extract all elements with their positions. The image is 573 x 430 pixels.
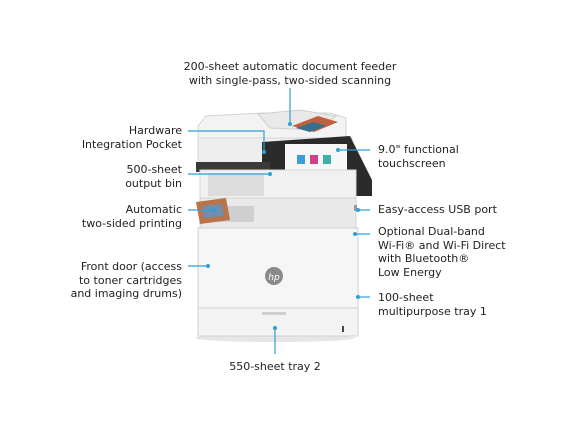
output-cavity xyxy=(208,174,264,196)
label-feeder: 200-sheet automatic document feeder with… xyxy=(183,60,397,87)
feeder-paper-2 xyxy=(296,122,326,132)
hp-logo-text: hp xyxy=(268,273,280,283)
callout-dot-feeder xyxy=(288,122,292,126)
label-wifi: Optional Dual-band Wi-Fi® and Wi-Fi Dire… xyxy=(378,225,506,279)
label-hip: Hardware Integration Pocket xyxy=(81,124,182,151)
callout-dot-hip xyxy=(262,150,266,154)
tray-indicator xyxy=(342,326,344,332)
callout-dot-usb xyxy=(356,208,360,212)
tray-2 xyxy=(197,307,359,337)
usb-port xyxy=(354,205,357,211)
screen-tile-3 xyxy=(323,155,331,164)
callout-dot-mptray xyxy=(356,295,360,299)
callout-dot-wifi xyxy=(353,232,357,236)
callout-line-hip xyxy=(188,130,265,150)
label-touchscreen: 9.0" functional touchscreen xyxy=(378,143,459,170)
callout-dot-door xyxy=(206,264,210,268)
label-output-bin: 500-sheet output bin xyxy=(125,163,182,190)
callout-dot-tray2 xyxy=(273,326,277,330)
callout-dot-duplex xyxy=(212,208,216,212)
label-tray2: 550-sheet tray 2 xyxy=(229,360,321,373)
screen-tile-1 xyxy=(297,155,305,164)
tray-2-handle xyxy=(262,312,286,315)
label-front-door: Front door (access to toner cartridges a… xyxy=(70,260,182,300)
callout-dot-touchscreen xyxy=(336,148,340,152)
label-usb: Easy-access USB port xyxy=(378,203,497,216)
label-two-sided: Automatic two-sided printing xyxy=(81,203,182,230)
label-mp-tray: 100-sheet multipurpose tray 1 xyxy=(378,291,487,318)
screen-tile-2 xyxy=(310,155,318,164)
hp-logo xyxy=(265,267,283,285)
callout-dot-output xyxy=(268,172,272,176)
